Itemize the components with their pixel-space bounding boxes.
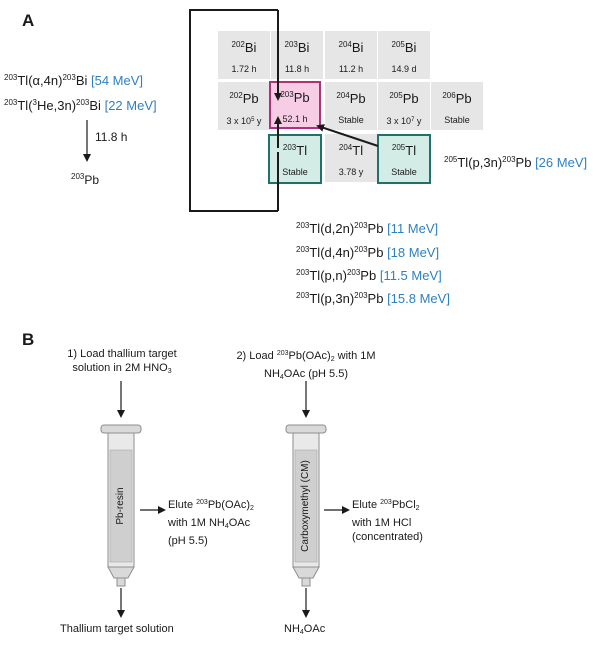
waste1-text: Thallium target solution bbox=[60, 623, 174, 635]
reaction-d-4n: 203Tl(d,4n)203Pb [18 MeV] bbox=[296, 245, 440, 260]
waste2-text: NH4OAc bbox=[284, 623, 326, 636]
column-carboxymethyl bbox=[285, 424, 327, 587]
column2-label: Carboxymethyl (CM) bbox=[300, 460, 311, 552]
step2-instruction: 2) Load 203Pb(OAc)2 with 1M NH4OAc (pH 5… bbox=[236, 350, 376, 381]
cell-bi-205: 205Bi 14.9 d bbox=[378, 31, 430, 79]
frame-outline bbox=[189, 9, 278, 212]
cell-pb-206: 206Pb Stable bbox=[431, 82, 483, 130]
column1-label: Pb-resin bbox=[115, 487, 126, 525]
decay-product: 203Pb bbox=[71, 172, 100, 187]
panel-a-label: A bbox=[22, 11, 35, 30]
column-pb-resin bbox=[100, 424, 142, 587]
step1-instruction: 1) Load thallium target solution in 2M H… bbox=[67, 348, 177, 375]
cell-bi-204: 204Bi 11.2 h bbox=[325, 31, 377, 79]
cell-tl-205: 205Tl Stable bbox=[377, 134, 431, 184]
reaction-d-2n: 203Tl(d,2n)203Pb [11 MeV] bbox=[296, 221, 439, 236]
cell-bi-203: 203Bi 11.8 h bbox=[271, 31, 323, 79]
cell-bi-202: 202Bi 1.72 h bbox=[218, 31, 270, 79]
arrow-tl205-to-pb203 bbox=[316, 124, 379, 147]
reaction-tl205-p-3n: 205Tl(p,3n)203Pb [26 MeV] bbox=[444, 155, 588, 170]
decay-time: 11.8 h bbox=[95, 130, 128, 144]
cell-pb-204: 204Pb Stable bbox=[325, 82, 377, 130]
reaction-tl-he3-3n: 203Tl(3He,3n)203Bi [22 MeV] bbox=[4, 98, 157, 113]
reaction-tl-alpha-4n: 203Tl(α,4n)203Bi [54 MeV] bbox=[4, 73, 144, 88]
cell-pb-202: 202Pb 3 x 105 y bbox=[218, 82, 270, 130]
reaction-p-3n: 203Tl(p,3n)203Pb [15.8 MeV] bbox=[296, 291, 450, 306]
elute1-text: Elute 203Pb(OAc)2 with 1M NH4OAc (pH 5.5… bbox=[168, 499, 254, 547]
elute2-text: Elute 203PbCl2 with 1M HCl (concentrated… bbox=[352, 499, 423, 543]
reaction-p-n: 203Tl(p,n)203Pb [11.5 MeV] bbox=[296, 268, 442, 283]
panel-b-label: B bbox=[22, 330, 35, 349]
cell-pb-205: 205Pb 3 x 107 y bbox=[378, 82, 430, 130]
